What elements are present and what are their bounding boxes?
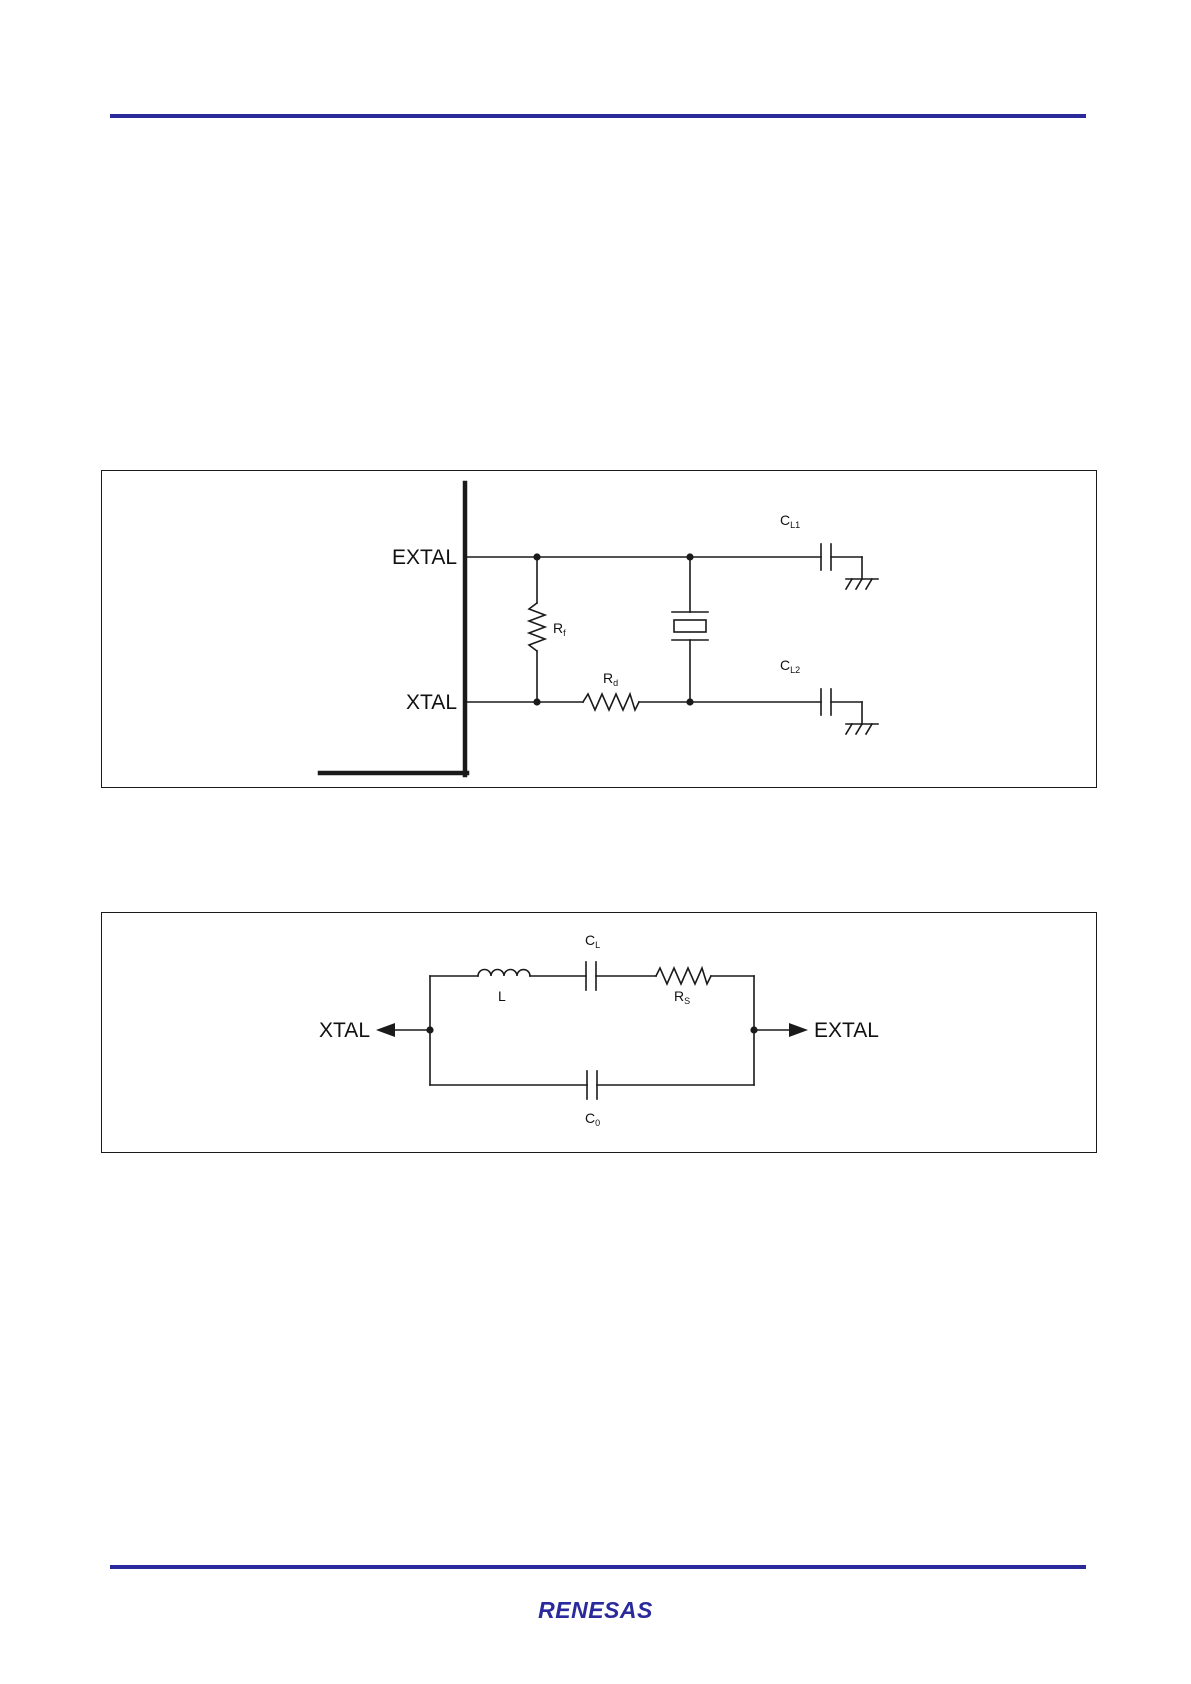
rs-label-sub: S <box>684 996 690 1006</box>
renesas-logo-text: RENESAS <box>538 1597 653 1623</box>
cl2-label: CL2 <box>780 657 800 675</box>
footer-rule <box>110 1565 1086 1569</box>
rd-resistor-zigzag <box>583 694 639 710</box>
extal-arrowhead <box>789 1023 808 1037</box>
rf-resistor-zigzag <box>529 603 545 651</box>
header-rule <box>110 114 1086 118</box>
rs-label: RS <box>674 988 690 1006</box>
c0-label-main: C <box>585 1110 595 1126</box>
extal-terminal-label: EXTAL <box>814 1019 879 1042</box>
cl1-label-sub: L1 <box>790 520 800 530</box>
cl-label: CL <box>585 932 600 950</box>
oscillator-circuit-figure: EXTAL XTAL Rf Rd CL1 CL2 <box>101 470 1097 788</box>
ground2-hatch-b <box>856 724 862 734</box>
renesas-logo: RENESAS <box>0 1594 1191 1624</box>
inductor-coil <box>478 970 530 977</box>
ground2-hatch-a <box>846 724 852 734</box>
xtal-arrowhead <box>376 1023 395 1037</box>
ground2-hatch-c <box>866 724 872 734</box>
crystal-equivalent-circuit-figure: XTAL EXTAL L CL RS C0 <box>101 912 1097 1153</box>
crystal-body <box>674 620 706 632</box>
junction-right <box>750 1026 757 1033</box>
junction-extal-crystal <box>686 553 693 560</box>
crystal-equivalent-circuit-diagram: XTAL EXTAL L CL RS C0 <box>102 913 1098 1154</box>
xtal-pin-label: XTAL <box>406 691 457 714</box>
c0-label: C0 <box>585 1110 600 1128</box>
extal-pin-label: EXTAL <box>392 546 457 569</box>
junction-xtal-crystal <box>686 698 693 705</box>
cl-label-main: C <box>585 932 595 948</box>
c0-label-sub: 0 <box>595 1118 600 1128</box>
cl2-label-sub: L2 <box>790 665 800 675</box>
rs-resistor-zigzag <box>656 968 711 984</box>
cl1-label-main: C <box>780 512 790 528</box>
cl-label-sub: L <box>595 940 600 950</box>
ground1-hatch-b <box>856 579 862 589</box>
xtal-terminal-label: XTAL <box>319 1019 370 1042</box>
oscillator-circuit-diagram: EXTAL XTAL Rf Rd CL1 CL2 <box>102 471 1098 789</box>
rf-label-sub: f <box>563 628 566 638</box>
junction-xtal-rf <box>533 698 540 705</box>
rs-label-main: R <box>674 988 684 1004</box>
cl2-label-main: C <box>780 657 790 673</box>
rf-label-main: R <box>553 620 563 636</box>
ground1-hatch-a <box>846 579 852 589</box>
rd-label-main: R <box>603 670 613 686</box>
rd-label-sub: d <box>613 678 618 688</box>
l-label: L <box>498 988 506 1004</box>
junction-left <box>426 1026 433 1033</box>
rf-label: Rf <box>553 620 566 638</box>
ground1-hatch-c <box>866 579 872 589</box>
rd-label: Rd <box>603 670 618 688</box>
cl1-label: CL1 <box>780 512 800 530</box>
junction-extal-rf <box>533 553 540 560</box>
